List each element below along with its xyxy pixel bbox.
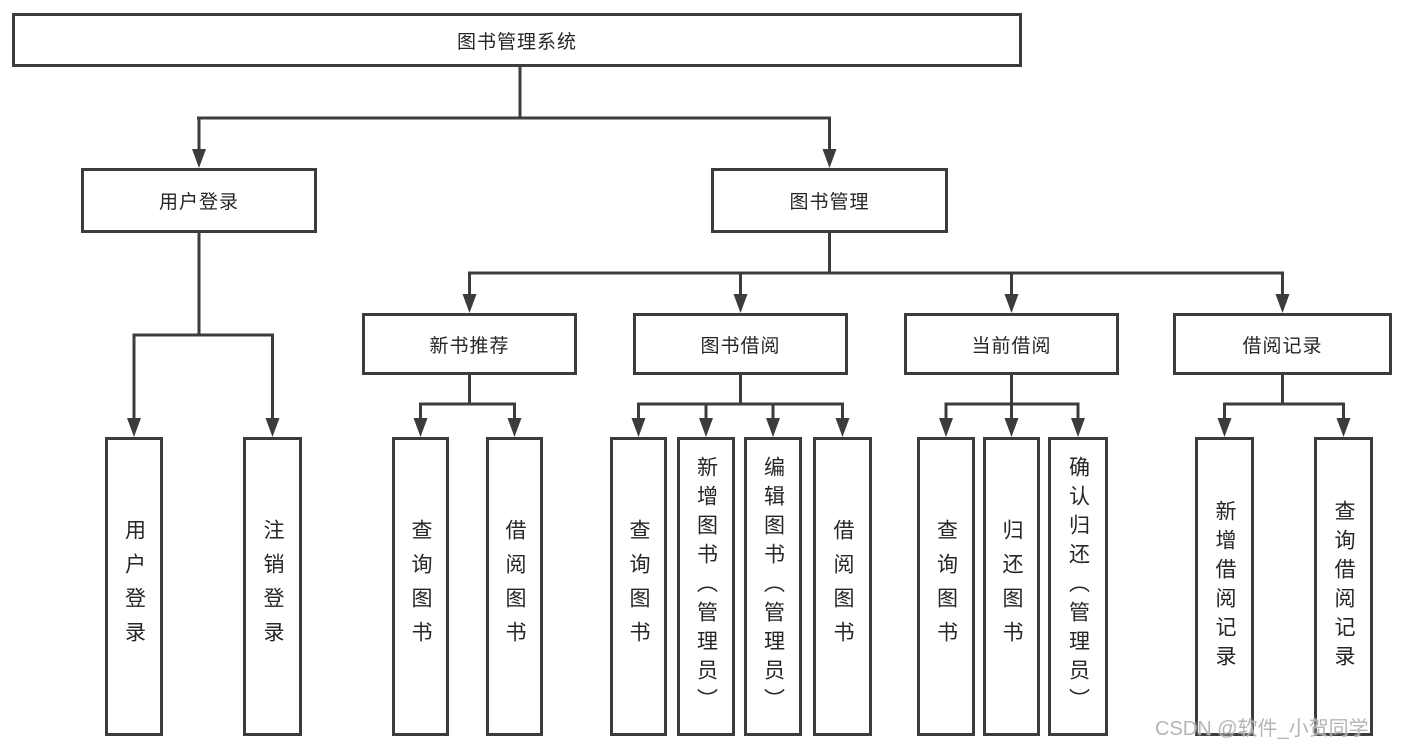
leaf-user-login-label: 用户登录	[122, 518, 146, 655]
leaf-logout-label: 注销登录	[261, 518, 284, 655]
leaf-borrow-books-label: 借阅图书	[831, 518, 854, 655]
node-new-book-recommend: 新书推荐	[362, 313, 577, 375]
leaf-borrow-books: 借阅图书	[813, 437, 872, 736]
leaf-confirm-return-admin-label: 确认归还（管理员）	[1066, 456, 1090, 717]
leaf-query-borrow-record-label: 查询借阅记录	[1332, 499, 1355, 674]
node-user-login-label: 用户登录	[158, 192, 239, 213]
node-borrow-record: 借阅记录	[1173, 313, 1392, 375]
arrowhead-nb-query	[413, 418, 428, 437]
arrowhead-book-mgmt	[822, 149, 837, 168]
node-book-management-label: 图书管理	[789, 192, 870, 213]
node-user-login: 用户登录	[81, 168, 317, 233]
arrowhead-br-add	[1217, 418, 1232, 437]
leaf-edit-books-admin-label: 编辑图书（管理员）	[761, 456, 785, 717]
node-root-system: 图书管理系统	[12, 13, 1022, 67]
leaf-return-books: 归还图书	[983, 437, 1040, 736]
node-root-system-label: 图书管理系统	[456, 31, 577, 53]
arrowhead-leaf-login	[127, 418, 141, 437]
leaf-current-query-books: 查询图书	[917, 437, 975, 736]
leaf-current-query-books-label: 查询图书	[934, 518, 958, 655]
arrowhead-book-borrow	[733, 294, 748, 313]
leaf-newbook-query-books-label: 查询图书	[409, 518, 432, 655]
node-book-borrow-label: 图书借阅	[700, 335, 781, 357]
arrowhead-bb-borrow	[835, 418, 850, 437]
leaf-confirm-return-admin: 确认归还（管理员）	[1048, 437, 1108, 736]
arrowhead-borrow-record	[1275, 294, 1290, 313]
leaf-return-books-label: 归还图书	[1000, 518, 1023, 655]
arrowhead-current-borrow	[1004, 294, 1019, 313]
leaf-add-borrow-record: 新增借阅记录	[1195, 437, 1254, 736]
leaf-query-borrow-record: 查询借阅记录	[1314, 437, 1373, 736]
node-current-borrow: 当前借阅	[904, 313, 1119, 375]
leaf-borrow-query-books-label: 查询图书	[627, 518, 650, 655]
node-book-management: 图书管理	[711, 168, 948, 233]
leaf-logout: 注销登录	[243, 437, 302, 736]
leaf-newbook-query-books: 查询图书	[392, 437, 449, 736]
leaf-borrow-query-books: 查询图书	[610, 437, 667, 736]
arrowhead-new-book	[462, 294, 477, 313]
node-new-book-recommend-label: 新书推荐	[429, 335, 510, 357]
node-book-borrow: 图书借阅	[633, 313, 848, 375]
leaf-edit-books-admin: 编辑图书（管理员）	[744, 437, 802, 736]
node-borrow-record-label: 借阅记录	[1242, 335, 1323, 357]
node-current-borrow-label: 当前借阅	[971, 335, 1052, 357]
csdn-watermark: CSDN @软件_小贺同学	[1155, 718, 1369, 740]
arrowhead-bb-query	[631, 418, 646, 437]
leaf-newbook-borrow-books-label: 借阅图书	[503, 518, 526, 655]
leaf-add-books-admin-label: 新增图书（管理员）	[694, 456, 718, 717]
arrowhead-cb-confirm	[1071, 418, 1085, 437]
leaf-newbook-borrow-books: 借阅图书	[486, 437, 543, 736]
arrowhead-bb-edit	[766, 418, 780, 437]
leaf-user-login: 用户登录	[105, 437, 163, 736]
arrowhead-br-query	[1336, 418, 1351, 437]
leaf-add-borrow-record-label: 新增借阅记录	[1213, 499, 1236, 674]
arrowhead-leaf-logout	[265, 418, 280, 437]
arrowhead-nb-borrow	[507, 418, 522, 437]
arrowhead-user-login	[192, 149, 206, 168]
leaf-add-books-admin: 新增图书（管理员）	[677, 437, 735, 736]
arrowhead-bb-add	[699, 418, 713, 437]
arrowhead-cb-query	[939, 418, 953, 437]
arrowhead-cb-return	[1004, 418, 1019, 437]
